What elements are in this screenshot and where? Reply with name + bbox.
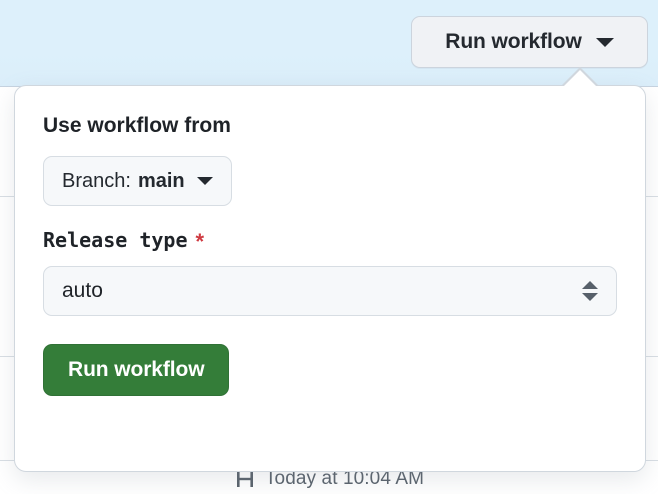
run-timestamp: Today at 10:04 AM <box>0 463 658 494</box>
required-indicator: * <box>195 229 205 255</box>
release-type-value: auto <box>62 279 103 303</box>
chevron-up-glyph <box>582 281 598 290</box>
popover-arrow <box>563 70 597 87</box>
chevron-down-icon <box>196 177 213 186</box>
use-workflow-from-label: Use workflow from <box>43 114 231 137</box>
release-type-label-text: Release type <box>43 228 188 253</box>
chevron-down-glyph <box>582 293 598 302</box>
release-type-label: Release type * <box>43 228 617 255</box>
run-workflow-submit-button[interactable]: Run workflow <box>43 344 230 397</box>
release-type-select[interactable]: auto <box>43 266 617 317</box>
run-workflow-popover: Use workflow from Branch: main Release t… <box>14 85 646 472</box>
branch-prefix-label: Branch: <box>62 169 131 192</box>
run-timestamp-label: Today at 10:04 AM <box>264 467 425 489</box>
branch-select-button[interactable]: Branch: main <box>43 156 232 207</box>
run-workflow-trigger-button[interactable]: Run workflow <box>411 16 648 68</box>
branch-name-label: main <box>137 169 185 192</box>
up-down-chevron-icon <box>582 281 598 302</box>
duration-icon <box>234 468 256 490</box>
popover-body: Use workflow from Branch: main Release t… <box>15 86 645 471</box>
run-workflow-trigger-label: Run workflow <box>445 30 582 53</box>
chevron-down-icon <box>595 37 614 47</box>
